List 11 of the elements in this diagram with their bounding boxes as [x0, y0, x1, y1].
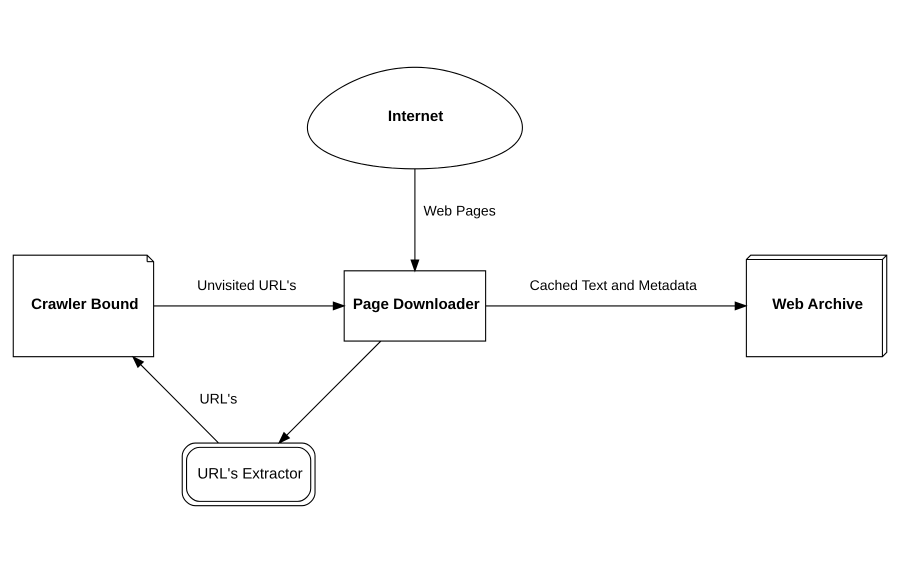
arrow	[410, 168, 420, 272]
node-box: Page Downloader	[344, 270, 486, 342]
arrow	[486, 300, 748, 310]
arrow	[132, 355, 219, 443]
arrow	[278, 340, 382, 444]
node-box: URL's Extractor	[182, 442, 316, 506]
arrow	[154, 300, 346, 310]
edge-label: Cached Text and Metadata	[530, 276, 697, 293]
edge-label: Unvisited URL's	[197, 276, 296, 293]
edge-label: URL's	[200, 390, 238, 406]
edge-label: Web Pages	[424, 202, 496, 218]
